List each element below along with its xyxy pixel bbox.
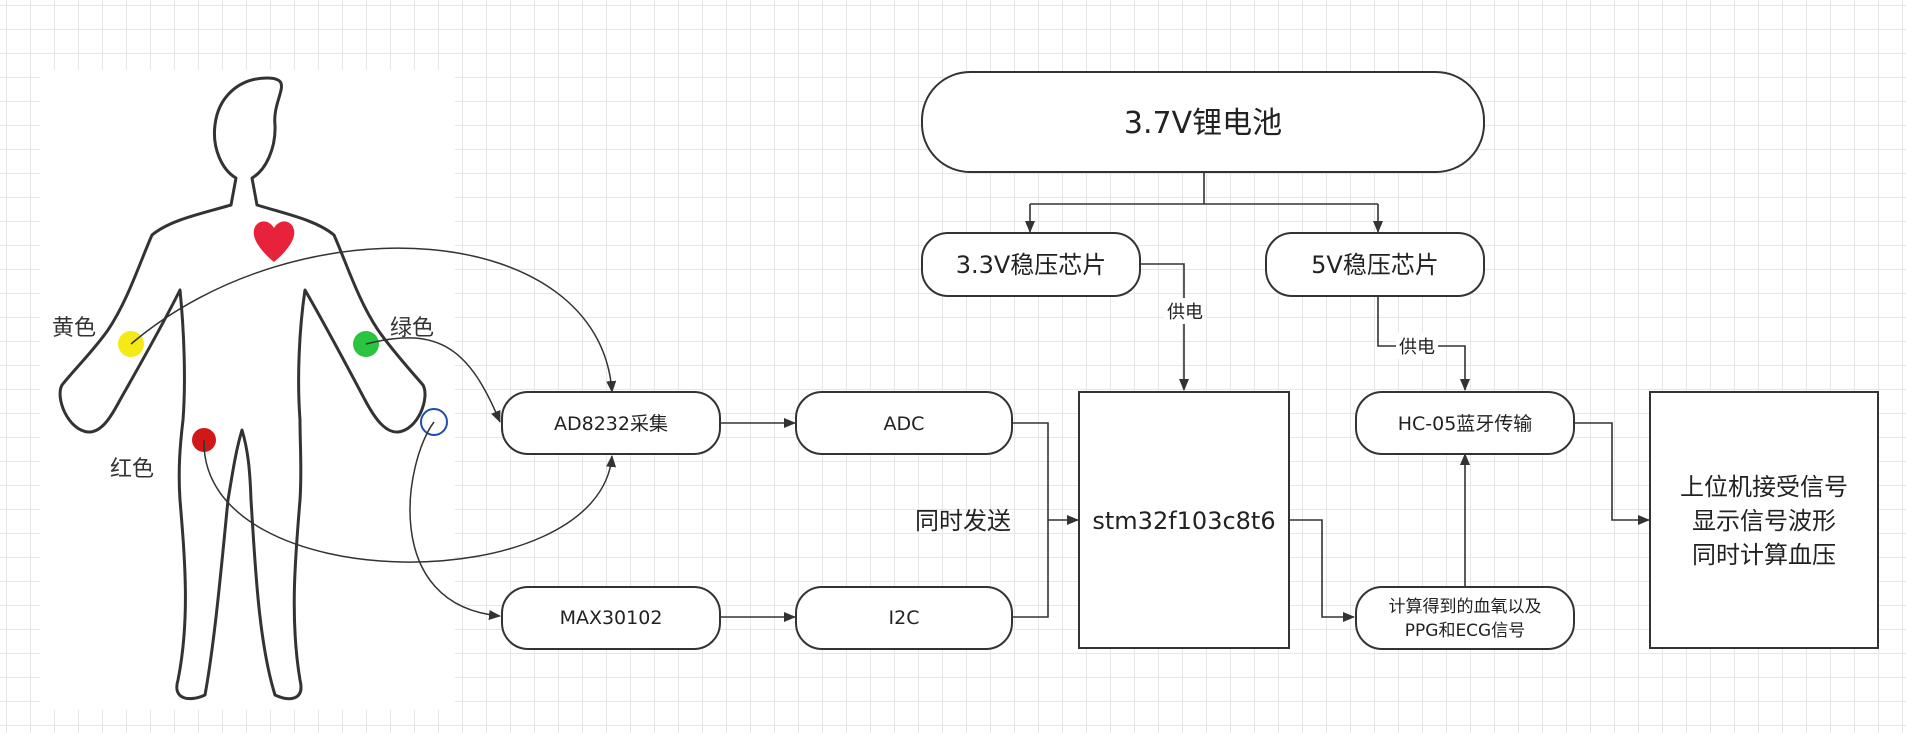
max30102-label: MAX30102 bbox=[560, 607, 663, 629]
label-yellow: 黄色 bbox=[52, 316, 96, 341]
label-bg-power2 bbox=[1396, 333, 1438, 359]
edge-reg33-to-mcu bbox=[1140, 263, 1189, 391]
reg33-label: 3.3V稳压芯片 bbox=[956, 251, 1107, 279]
node-reg5: 5V稳压芯片 bbox=[1265, 232, 1485, 297]
node-reg33: 3.3V稳压芯片 bbox=[921, 232, 1141, 297]
host-label-line2: 显示信号波形 bbox=[1692, 507, 1836, 535]
reg5-label: 5V稳压芯片 bbox=[1311, 251, 1439, 279]
i2c-label: I2C bbox=[889, 607, 920, 629]
edge-mcu-to-compute bbox=[1290, 519, 1355, 622]
node-mcu: stm32f103c8t6 bbox=[1078, 391, 1290, 649]
edge-label-power2: 供电 bbox=[1399, 337, 1435, 358]
blue-finger-sensor bbox=[420, 408, 448, 436]
node-compute: 计算得到的血氧以及 PPG和ECG信号 bbox=[1355, 586, 1575, 650]
compute-label-line1: 计算得到的血氧以及 bbox=[1389, 597, 1542, 617]
edge-label-simul: 同时发送 bbox=[915, 507, 1011, 535]
wire-green-to-ad8232 bbox=[365, 337, 501, 423]
node-hc05: HC-05蓝牙传输 bbox=[1355, 391, 1575, 455]
node-adc: ADC bbox=[795, 391, 1013, 455]
battery-label: 3.7V锂电池 bbox=[1124, 106, 1282, 141]
node-host: 上位机接受信号 显示信号波形 同时计算血压 bbox=[1649, 391, 1879, 649]
label-bg-power1 bbox=[1164, 298, 1206, 324]
mcu-label: stm32f103c8t6 bbox=[1092, 507, 1275, 535]
label-red: 红色 bbox=[110, 457, 154, 482]
label-green: 绿色 bbox=[390, 316, 434, 341]
host-label-line3: 同时计算血压 bbox=[1692, 541, 1836, 569]
heart-icon bbox=[253, 221, 295, 262]
edge-adc-to-mcu bbox=[1012, 422, 1049, 618]
ad8232-label: AD8232采集 bbox=[554, 413, 668, 435]
wire-red-to-ad8232 bbox=[203, 439, 617, 563]
node-battery: 3.7V锂电池 bbox=[921, 71, 1485, 173]
adc-label: ADC bbox=[884, 413, 925, 435]
compute-label-line2: PPG和ECG信号 bbox=[1405, 621, 1525, 641]
host-label-line1: 上位机接受信号 bbox=[1680, 473, 1848, 501]
wire-sensor-to-max30102 bbox=[409, 421, 501, 620]
node-i2c: I2C bbox=[795, 586, 1013, 650]
edge-label-power1: 供电 bbox=[1167, 302, 1203, 323]
node-max30102: MAX30102 bbox=[501, 586, 721, 650]
hc05-label: HC-05蓝牙传输 bbox=[1398, 413, 1533, 435]
edge-battery-split bbox=[1030, 172, 1378, 205]
node-ad8232: AD8232采集 bbox=[501, 391, 721, 455]
wire-yellow-to-ad8232 bbox=[130, 247, 617, 393]
body-outline bbox=[58, 76, 427, 701]
human-body-figure: 黄色 绿色 红色 bbox=[40, 70, 455, 710]
edge-hc05-to-host bbox=[1574, 422, 1650, 525]
